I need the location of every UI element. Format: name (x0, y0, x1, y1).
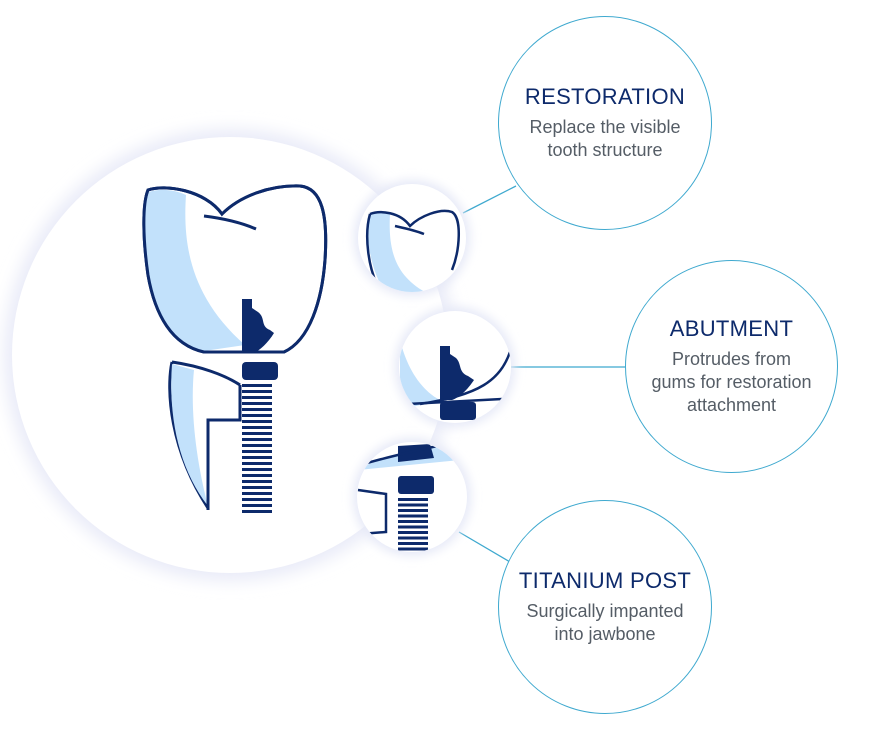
background-circle (4, 129, 456, 581)
thread-line (242, 426, 272, 429)
thread-line (242, 486, 272, 489)
thread-line (398, 503, 428, 507)
callout-titanium-post: TITANIUM POST Surgically impanted into j… (498, 500, 712, 714)
thread-line (242, 438, 272, 441)
thread-line (242, 396, 272, 399)
thread-line (242, 450, 272, 453)
callout-title-abutment: ABUTMENT (669, 316, 794, 341)
thread-line (242, 492, 272, 495)
thread-line (398, 531, 428, 534)
detail-circle-post (353, 438, 471, 556)
titanium-post (242, 362, 278, 513)
callout-title-restoration: RESTORATION (524, 84, 686, 109)
thread-line (242, 468, 272, 471)
thread-line (398, 547, 428, 551)
thread-line (398, 509, 428, 512)
thread-line (242, 384, 272, 387)
callout-abutment: ABUTMENT Protrudes from gums for restora… (625, 260, 838, 473)
post-threads (242, 384, 272, 513)
thread-line (242, 474, 272, 477)
thread-line (398, 542, 428, 545)
detail-circle-restoration (354, 180, 470, 296)
connector-post (458, 531, 511, 563)
thread-line (398, 520, 428, 523)
thread-line (242, 414, 272, 417)
desc-line: attachment (686, 395, 777, 415)
detail-circle-abutment (395, 307, 515, 427)
desc-line: Surgically impanted (526, 601, 684, 621)
desc-line: Replace the visible (529, 117, 681, 137)
thread-line (242, 480, 272, 483)
callout-restoration: RESTORATION Replace the visible tooth st… (498, 16, 712, 230)
thread-line (242, 456, 272, 459)
gum-jawbone (168, 360, 242, 510)
thread-line (242, 402, 272, 405)
connector-restoration (462, 185, 517, 214)
thread-line (242, 420, 272, 423)
desc-line: into jawbone (554, 624, 656, 644)
thread-line (242, 498, 272, 501)
thread-line (242, 510, 272, 513)
thread-line (242, 390, 272, 393)
thread-line (398, 525, 428, 529)
desc-line: gums for restoration (651, 372, 812, 392)
thread-line (398, 498, 428, 501)
implant-illustration (142, 184, 328, 513)
thread-line (398, 514, 428, 518)
crown (142, 184, 328, 354)
callout-title-titanium-post: TITANIUM POST (518, 568, 692, 593)
callout-desc-titanium-post: Surgically impanted into jawbone (514, 600, 695, 646)
connector-lines (458, 185, 625, 563)
desc-line: tooth structure (547, 140, 663, 160)
abutment (242, 299, 274, 353)
thread-line (398, 536, 428, 540)
small-post-threads (398, 498, 428, 551)
thread-line (242, 462, 272, 465)
thread-line (242, 408, 272, 411)
desc-line: Protrudes from (671, 349, 792, 369)
callout-desc-restoration: Replace the visible tooth structure (517, 116, 692, 162)
thread-line (242, 432, 272, 435)
thread-line (242, 444, 272, 447)
callout-desc-abutment: Protrudes from gums for restoration atta… (639, 348, 823, 417)
thread-line (242, 504, 272, 507)
